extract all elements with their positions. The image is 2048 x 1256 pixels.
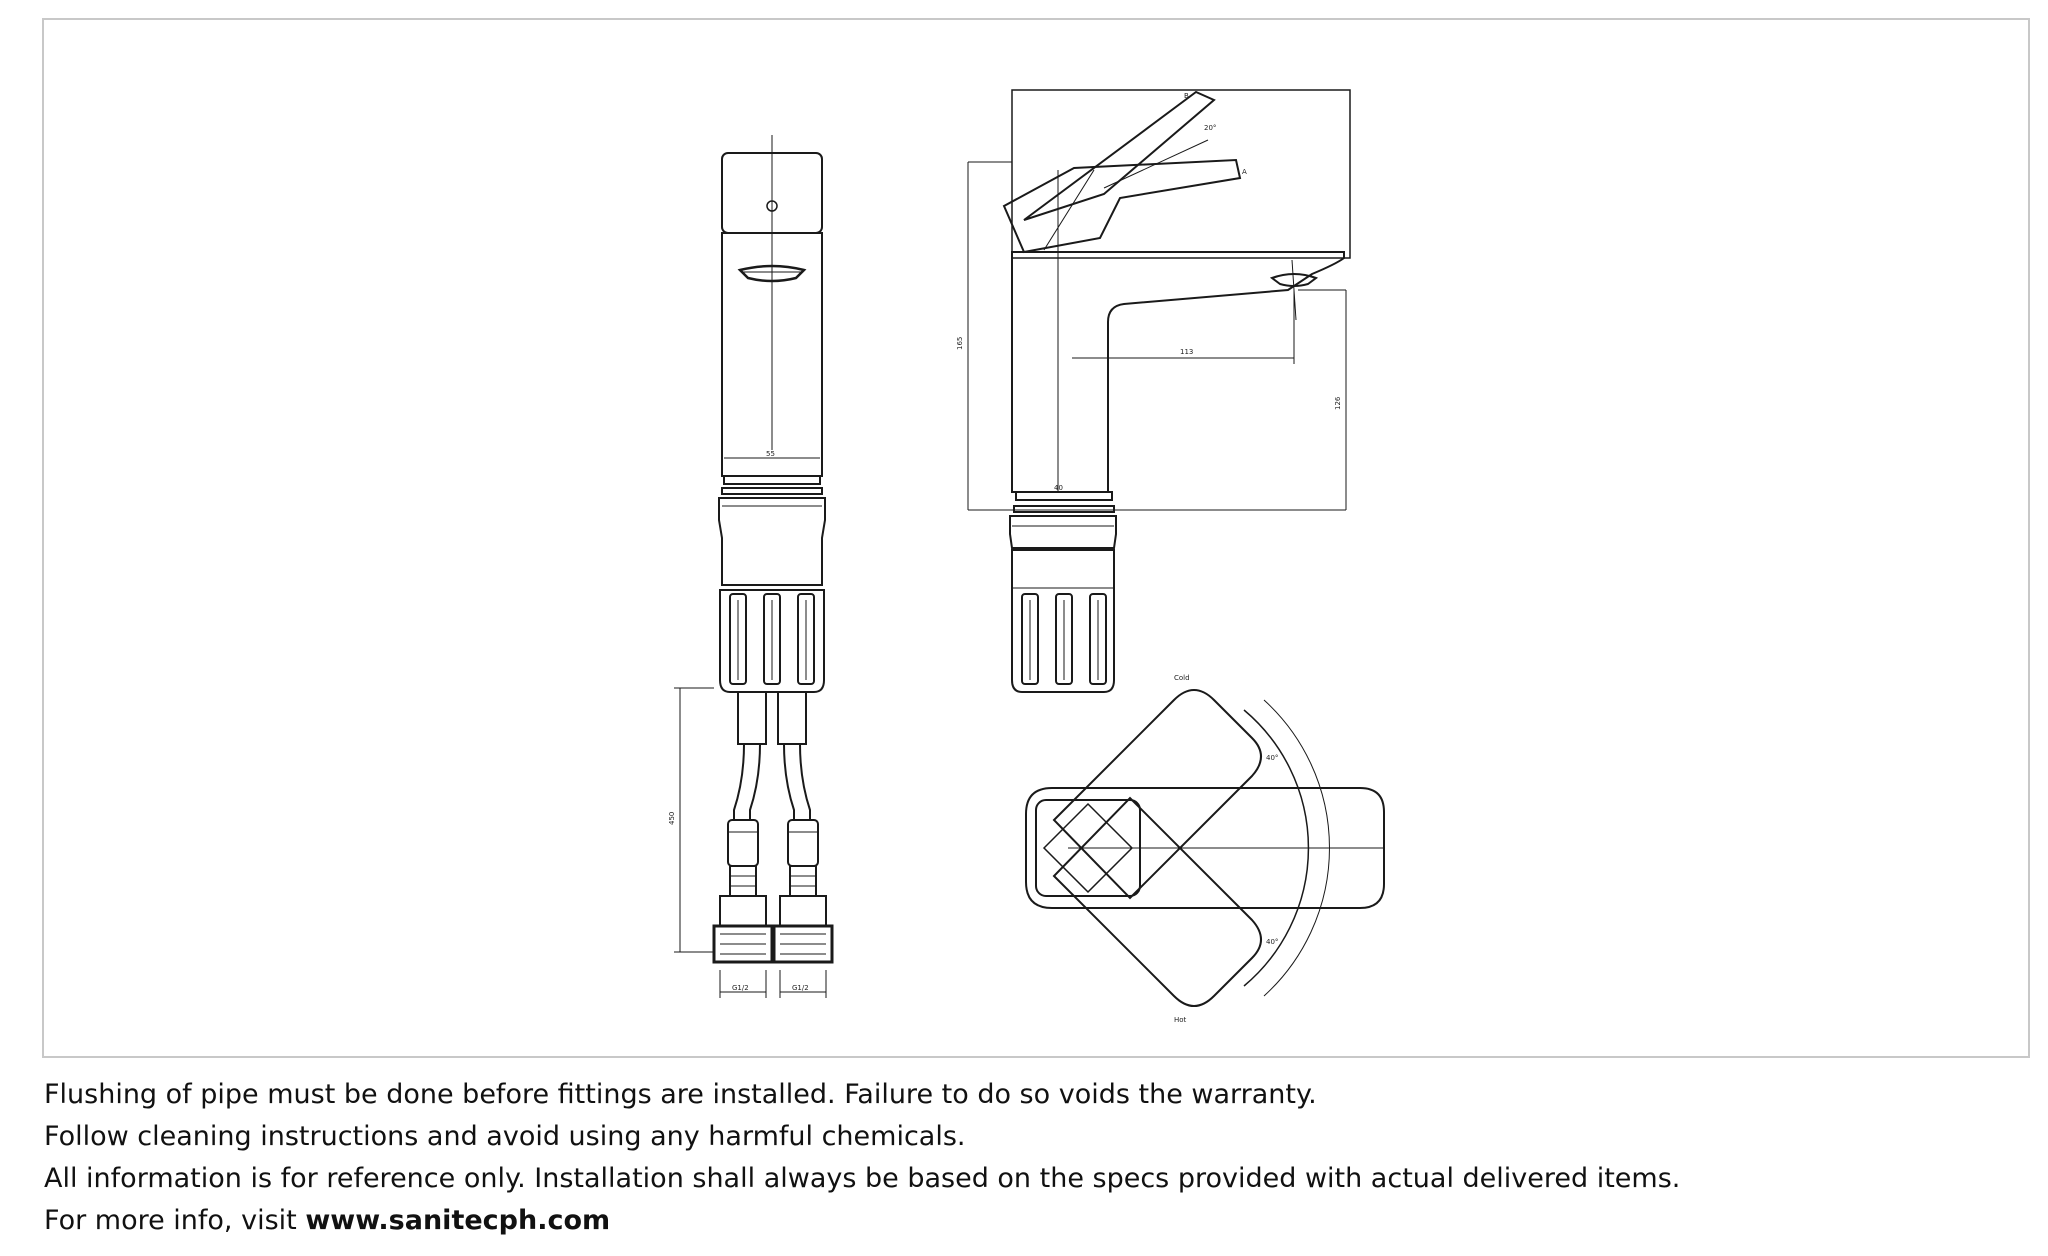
label-lever-angle: 20° bbox=[1204, 124, 1216, 132]
front-view bbox=[674, 135, 834, 998]
label-lever-a: A bbox=[1242, 168, 1247, 176]
dim-spout-height: 126 bbox=[1334, 396, 1342, 410]
technical-drawing: 55 450 G1/2 G1/2 bbox=[668, 89, 1385, 1024]
side-view bbox=[967, 89, 1351, 693]
dim-front-width: 55 bbox=[766, 450, 775, 458]
note-reference: All information is for reference only. I… bbox=[44, 1163, 1681, 1194]
dim-side-base: 40 bbox=[1054, 484, 1063, 492]
note-more-info-prefix: For more info, visit bbox=[44, 1205, 306, 1236]
dim-height: 165 bbox=[956, 337, 964, 350]
label-cold: Cold bbox=[1174, 674, 1190, 682]
dim-hose-length: 450 bbox=[668, 812, 676, 825]
dim-thread-right: G1/2 bbox=[792, 984, 809, 992]
dim-spout-reach: 113 bbox=[1180, 348, 1193, 356]
note-more-info: For more info, visit www.sanitecph.com bbox=[44, 1200, 2004, 1242]
drawing-frame: 55 450 G1/2 G1/2 bbox=[42, 18, 2030, 1058]
dim-rot-angle-top: 40° bbox=[1266, 754, 1278, 762]
note-cleaning: Follow cleaning instructions and avoid u… bbox=[44, 1121, 966, 1152]
top-view bbox=[1025, 689, 1385, 1007]
note-flushing: Flushing of pipe must be done before fit… bbox=[44, 1079, 1317, 1110]
label-lever-b: B bbox=[1184, 92, 1189, 100]
website-link[interactable]: www.sanitecph.com bbox=[305, 1205, 611, 1236]
dim-thread-left: G1/2 bbox=[732, 984, 749, 992]
installation-notes: Flushing of pipe must be done before fit… bbox=[44, 1074, 2004, 1242]
label-hot: Hot bbox=[1174, 1016, 1187, 1024]
dim-rot-angle-bottom: 40° bbox=[1266, 938, 1278, 946]
